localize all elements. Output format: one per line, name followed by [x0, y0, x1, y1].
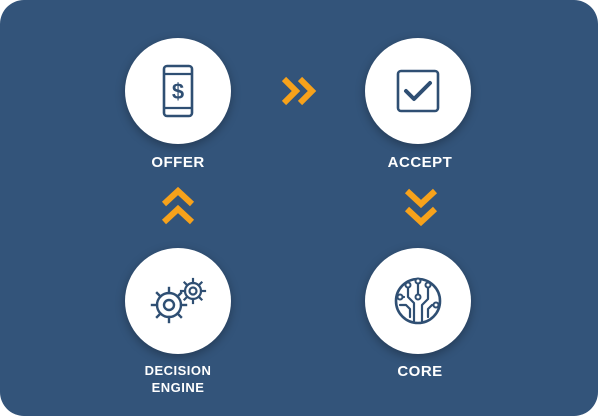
checkbox-check-icon [396, 69, 440, 113]
offer-label: OFFER [151, 154, 205, 171]
gears-icon [150, 277, 207, 324]
decision-engine-label: DECISION ENGINE [108, 362, 248, 396]
accept-label: ACCEPT [387, 154, 453, 171]
decision-engine-node [125, 248, 231, 354]
accept-node [365, 38, 471, 144]
double-chevron-up-icon [161, 186, 195, 225]
decision-engine-label-line1: DECISION [144, 363, 212, 378]
offer-node: $ [125, 38, 231, 144]
double-chevron-right-icon [281, 76, 317, 106]
core-label: CORE [397, 363, 443, 380]
double-chevron-down-icon [404, 188, 438, 227]
decision-engine-label-line2: ENGINE [151, 380, 205, 395]
mobile-dollar-icon: $ [162, 64, 194, 118]
core-node [365, 248, 471, 354]
svg-text:$: $ [172, 79, 184, 104]
circuit-chip-icon [394, 277, 442, 325]
